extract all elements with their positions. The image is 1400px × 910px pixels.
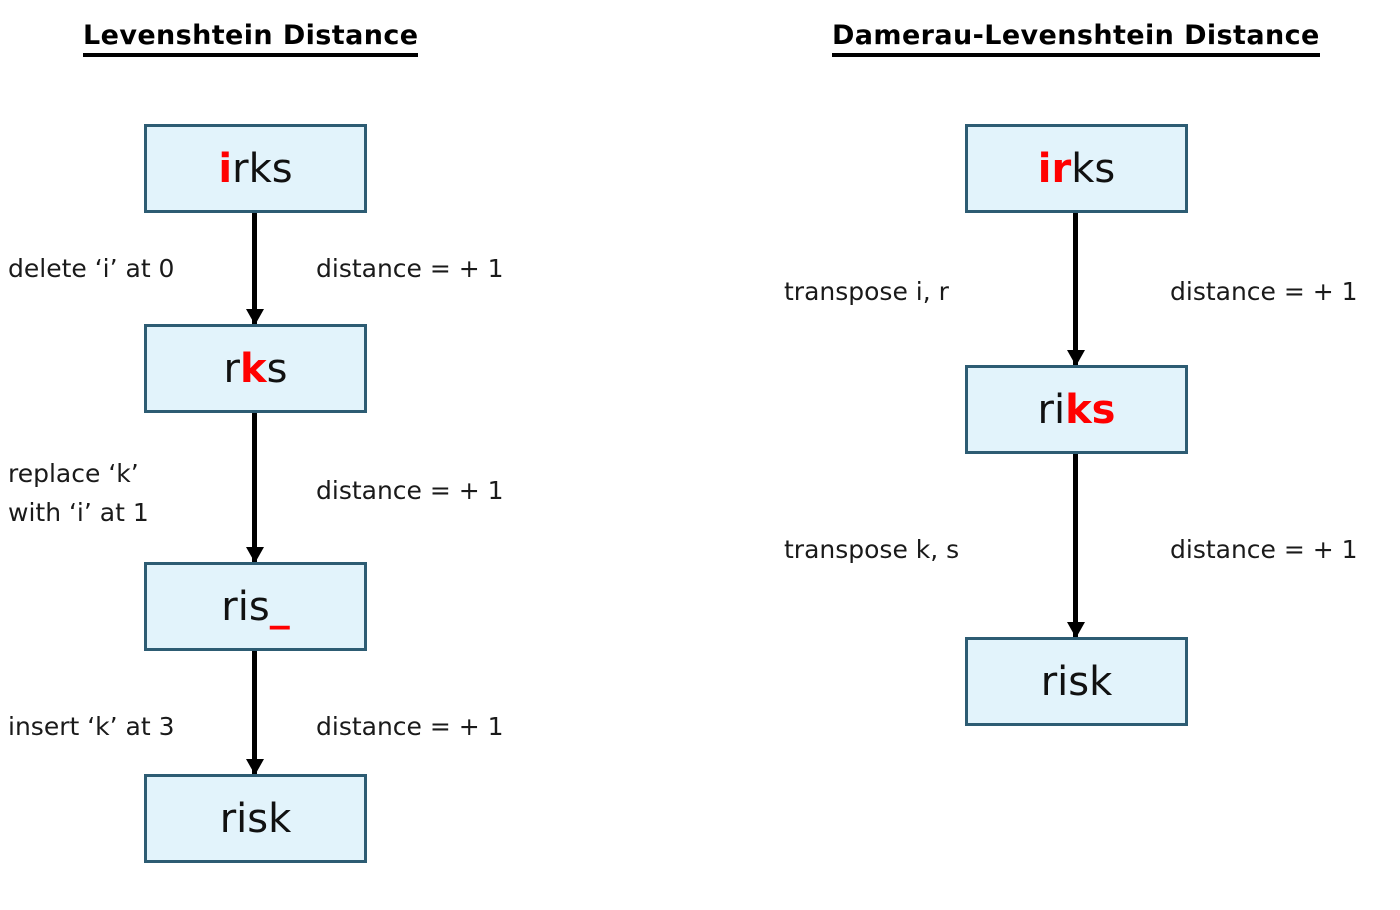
arrow-down-icon [252, 213, 257, 324]
edge-operation-delete: delete ‘i’ at 0 [8, 254, 175, 283]
edge-cost-transpose-ir: distance = + 1 [1170, 277, 1358, 306]
node-ris-levenshtein: ris_ [144, 562, 367, 651]
node-irks-levenshtein: irks [144, 124, 367, 213]
column-title-damerau-levenshtein: Damerau-Levenshtein Distance [832, 21, 1320, 58]
edge-operation-transpose-ir: transpose i, r [784, 277, 949, 306]
arrow-down-icon [1073, 213, 1078, 365]
node-label: risk [219, 795, 292, 842]
edge-operation-transpose-ks: transpose k, s [784, 535, 960, 564]
node-risk-damerau: risk [965, 637, 1188, 726]
node-label: irks [1038, 149, 1115, 189]
plain-suffix: s [266, 345, 288, 392]
node-rks-levenshtein: rks [144, 324, 367, 413]
highlighted-placeholder: _ [269, 583, 290, 630]
highlighted-chars: k [240, 345, 267, 392]
edge-cost-delete: distance = + 1 [316, 254, 504, 283]
node-riks-damerau: riks [965, 365, 1188, 454]
arrow-down-icon [252, 413, 257, 562]
arrow-down-icon [252, 651, 257, 774]
highlighted-chars: ir [1037, 145, 1072, 192]
plain-chars: rks [232, 145, 293, 192]
node-risk-levenshtein: risk [144, 774, 367, 863]
plain-prefix: r [223, 345, 240, 392]
node-label: riks [1038, 390, 1116, 430]
plain-prefix: ris [221, 583, 270, 630]
highlighted-chars: ks [1065, 386, 1116, 433]
node-label: risk [1040, 658, 1113, 705]
node-label: rks [224, 349, 288, 389]
edge-operation-replace: replace ‘k’ with ‘i’ at 1 [8, 459, 149, 527]
node-label: irks [218, 149, 292, 189]
edge-cost-replace: distance = + 1 [316, 476, 504, 505]
plain-prefix: ri [1037, 386, 1066, 433]
edge-cost-insert: distance = + 1 [316, 712, 504, 741]
node-irks-damerau: irks [965, 124, 1188, 213]
edge-cost-transpose-ks: distance = + 1 [1170, 535, 1358, 564]
node-label: ris_ [221, 587, 289, 627]
arrow-down-icon [1073, 454, 1078, 637]
edge-operation-insert: insert ‘k’ at 3 [8, 712, 175, 741]
plain-chars: ks [1071, 145, 1116, 192]
highlighted-chars: i [218, 145, 233, 192]
column-title-levenshtein: Levenshtein Distance [83, 21, 419, 58]
